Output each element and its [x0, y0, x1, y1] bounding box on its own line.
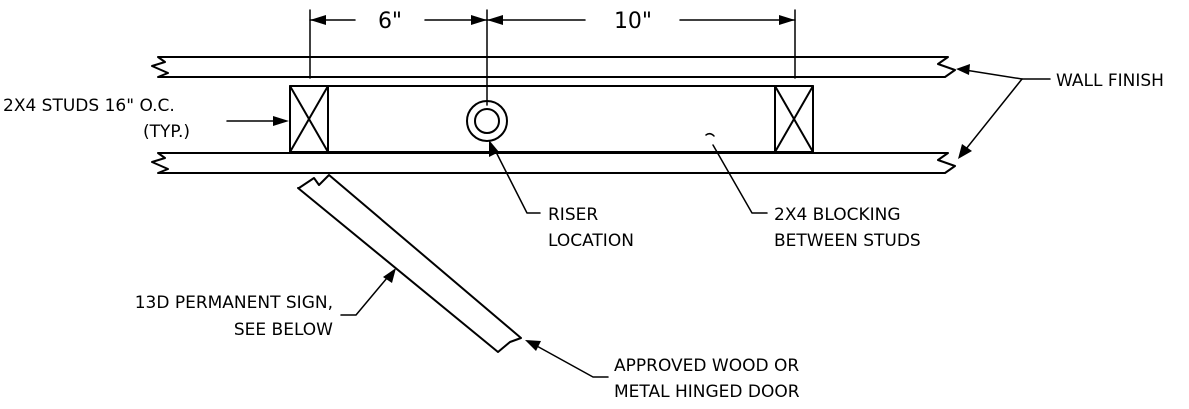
wall-finish-upper-outline — [151, 56, 956, 78]
riser-pipe — [466, 100, 508, 142]
label-riser-line2: LOCATION — [548, 231, 634, 251]
stud-cross — [774, 85, 814, 153]
label-studs-line2: (TYP.) — [143, 122, 190, 142]
dim-arrow — [310, 15, 326, 25]
leader-door — [534, 344, 609, 378]
leader-arrow — [958, 144, 972, 159]
leader-arrow — [383, 268, 396, 283]
stud-right — [774, 85, 814, 153]
leader-blocking — [712, 144, 768, 214]
dim-arrow — [471, 15, 487, 25]
leader-arrow — [273, 116, 289, 126]
dim-arrow — [779, 15, 795, 25]
wall-finish-lower-outline — [151, 152, 956, 174]
blocking-marker — [705, 132, 715, 137]
stud-cross — [289, 85, 329, 153]
leader-wall-finish-upper — [964, 69, 1023, 80]
dimension-6: 6" — [378, 9, 402, 34]
wall-finish-lower — [151, 152, 956, 174]
hinged-door — [297, 174, 522, 353]
riser-outer-circle — [466, 100, 508, 142]
label-wall-finish: WALL FINISH — [1056, 71, 1164, 91]
leader-arrow — [525, 340, 541, 351]
label-sign-line1: 13D PERMANENT SIGN, — [135, 293, 333, 313]
label-door-line2: METAL HINGED DOOR — [614, 382, 800, 402]
label-riser-line1: RISER — [548, 205, 598, 225]
leader-arrow — [956, 64, 970, 75]
label-studs-line1: 2X4 STUDS 16" O.C. — [3, 96, 175, 116]
label-blocking-line1: 2X4 BLOCKING — [774, 205, 901, 225]
stud-right-box — [774, 85, 814, 153]
leader-sign — [340, 277, 388, 316]
dim-arrow — [487, 15, 503, 25]
label-door-line1: APPROVED WOOD OR — [614, 356, 799, 376]
door-outline — [297, 174, 522, 353]
label-blocking-line2: BETWEEN STUDS — [774, 231, 921, 251]
dimension-string: 6" 10" — [309, 9, 796, 106]
stud-left — [289, 85, 329, 153]
leader-arrow — [489, 140, 499, 157]
wall-finish-upper — [151, 56, 956, 78]
leader-wall-finish-lower — [965, 78, 1023, 150]
riser-inner-circle — [474, 108, 500, 134]
label-sign-line2: SEE BELOW — [234, 320, 333, 340]
dimension-10: 10" — [614, 9, 652, 34]
stud-left-box — [289, 85, 329, 153]
leader-riser — [493, 147, 541, 214]
